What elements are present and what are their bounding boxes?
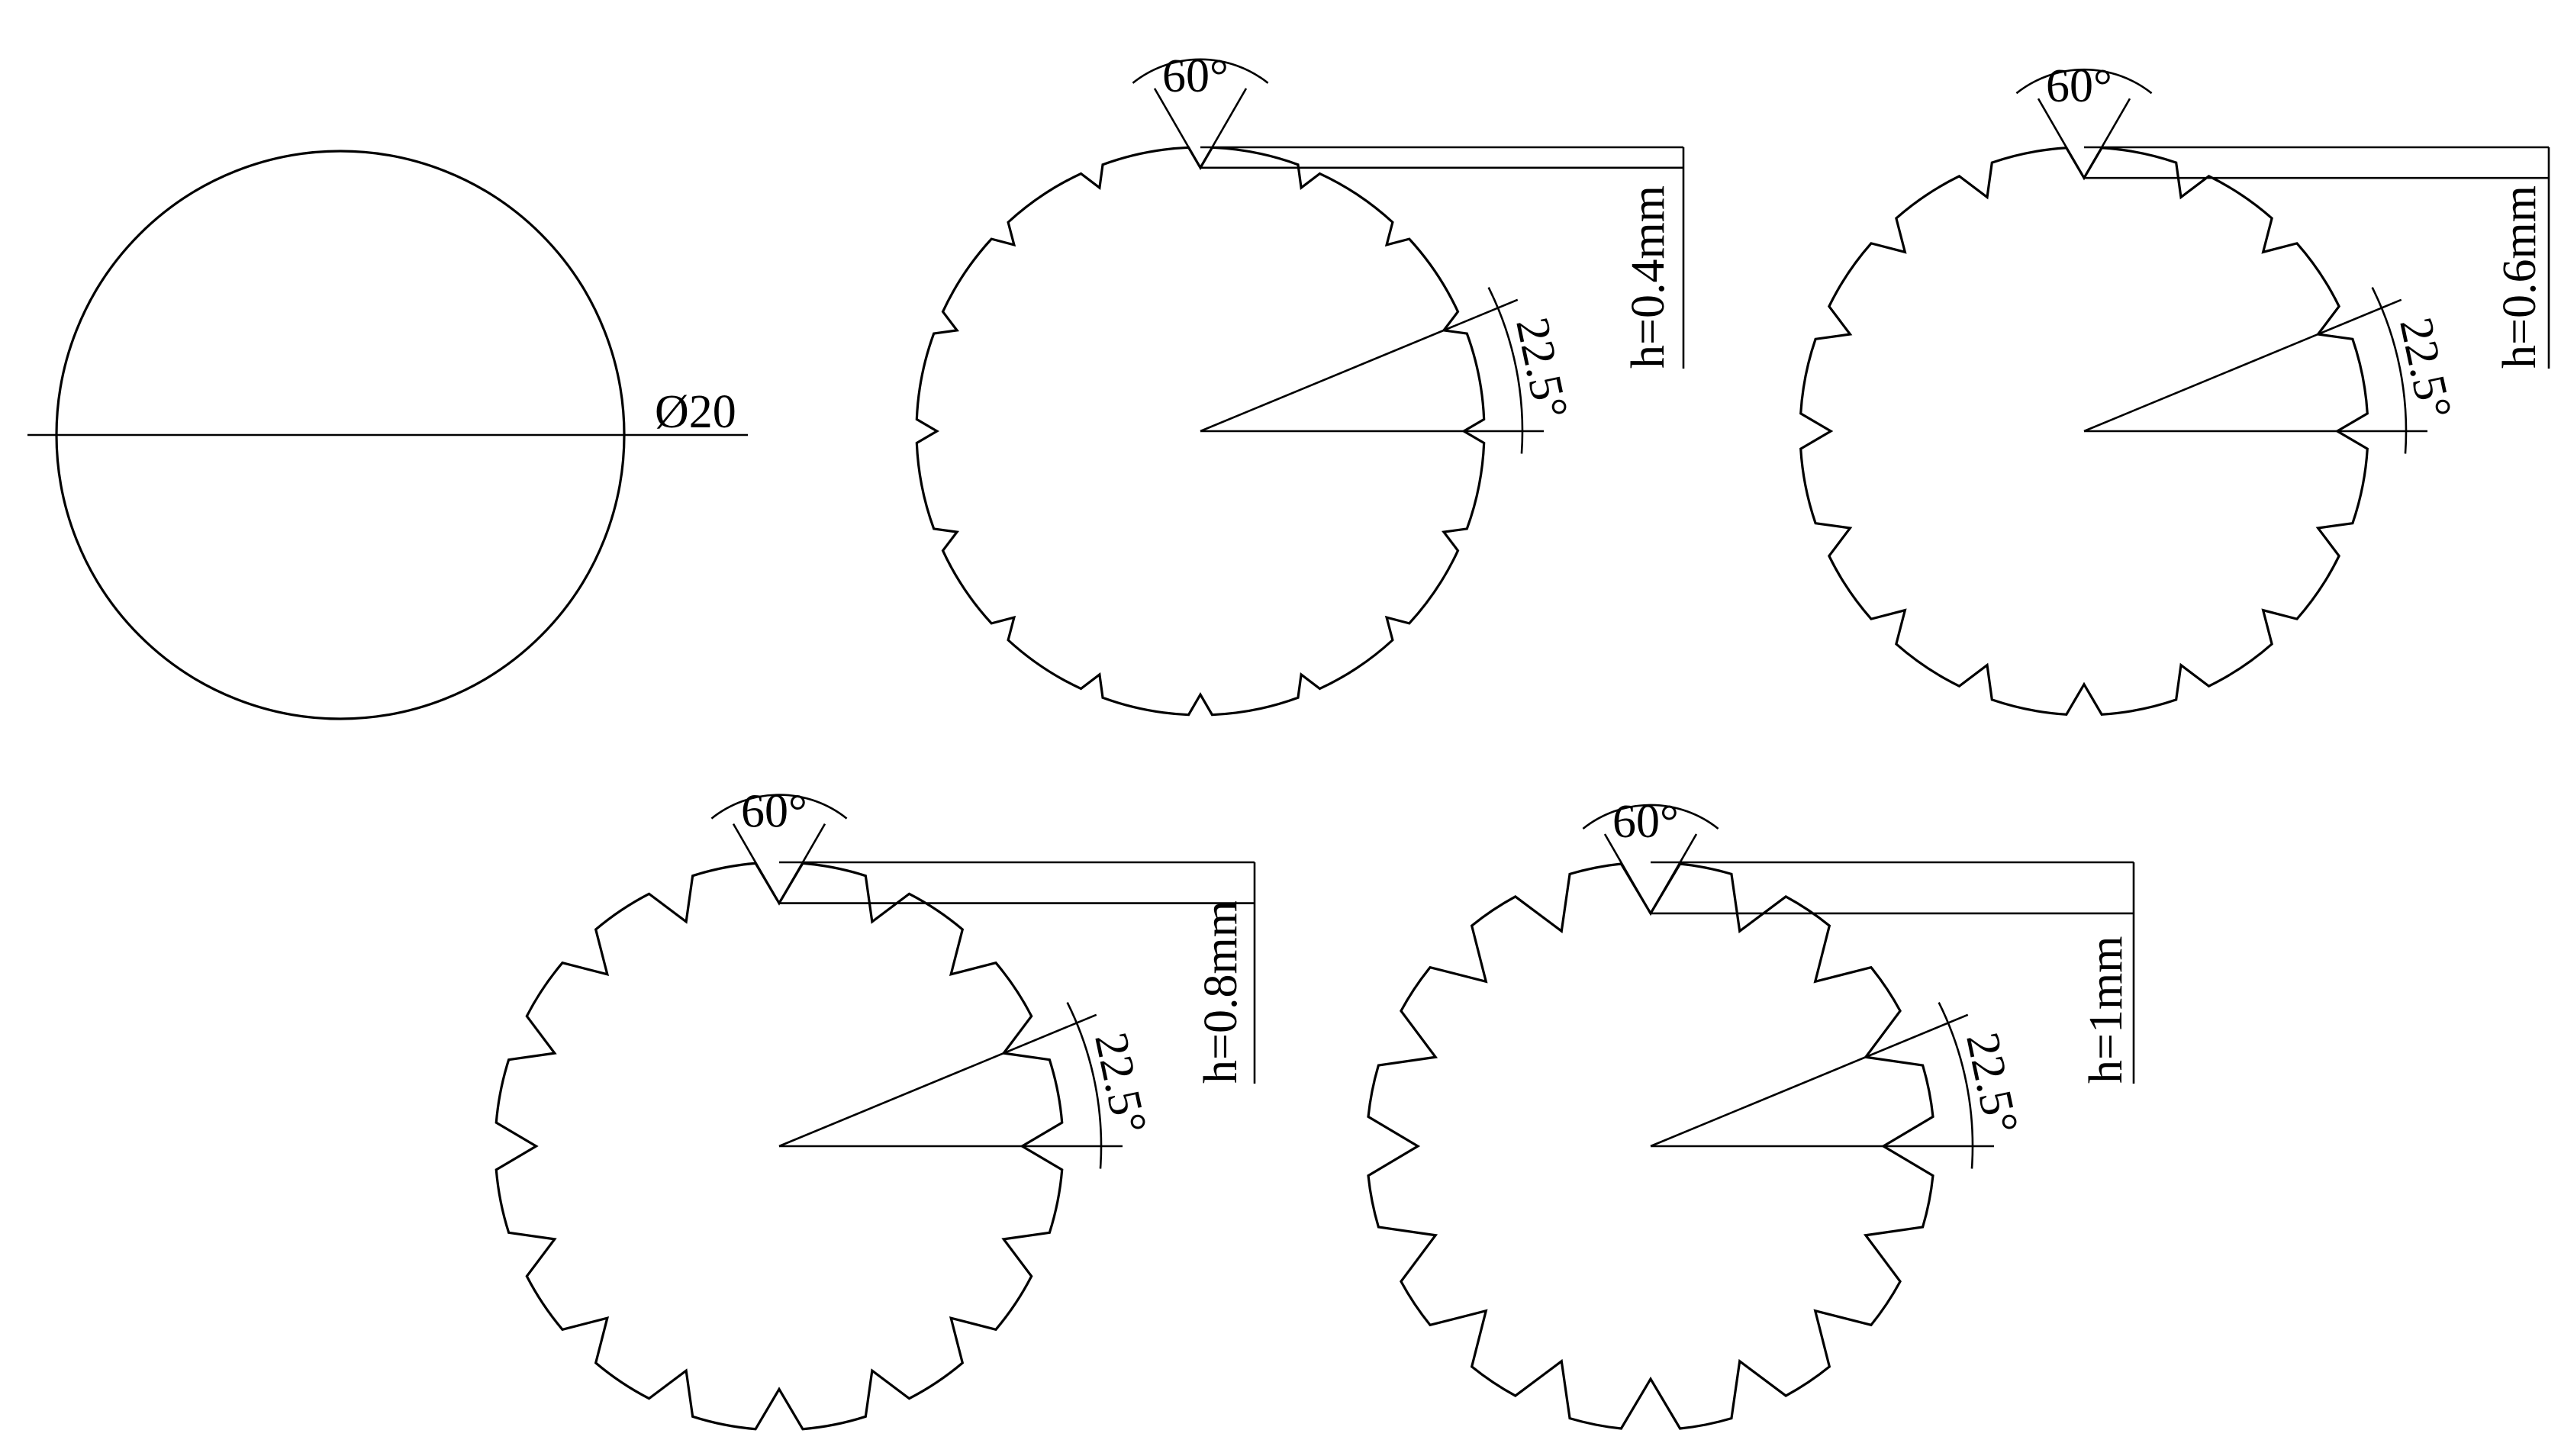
grooved-outline <box>494 862 1064 1431</box>
notch-angle-label: 60° <box>2046 60 2112 112</box>
plain-section: Ø20 <box>27 150 748 720</box>
notch-extension-left <box>1153 88 1202 169</box>
pitch-angle-dimension <box>1650 1002 1994 1169</box>
notch-extension-right <box>1199 88 1248 169</box>
notch-angle-arc <box>2015 68 2153 95</box>
depth-label: h=0.8mm <box>1195 900 1247 1084</box>
pitch-angle-dimension <box>2083 287 2427 454</box>
notch-angle-arc <box>1132 58 1269 84</box>
depth-dimension <box>1651 861 2135 1084</box>
grooved-section-3: 60° h=0.8mm 22.5° <box>494 786 1256 1431</box>
notch-extension-right <box>1649 833 1698 914</box>
notch-angle-dimension <box>710 794 848 904</box>
depth-label: h=0.6mm <box>2494 185 2546 369</box>
pitch-angle-label: 22.5° <box>1084 1028 1156 1139</box>
notch-extension-left <box>2037 98 2086 179</box>
grooved-section-2: 60° h=0.6mm 22.5° <box>1799 60 2550 716</box>
grooved-outline <box>1799 147 2369 716</box>
pitch-radial-1 <box>778 1013 1097 1148</box>
pitch-angle-label: 22.5° <box>2389 313 2461 424</box>
pitch-angle-dimension <box>778 1002 1123 1169</box>
pitch-angle-arc <box>1938 1002 1974 1169</box>
notch-angle-label: 60° <box>1612 796 1679 848</box>
notch-angle-arc <box>710 794 848 820</box>
pitch-angle-arc <box>1066 1002 1103 1169</box>
pitch-angle-arc <box>1487 287 1524 454</box>
notch-extension-right <box>2083 98 2131 179</box>
depth-dimension <box>2084 146 2550 369</box>
depth-dimension <box>1200 146 1685 369</box>
diameter-label: Ø20 <box>655 386 736 438</box>
notch-extension-left <box>1603 833 1652 914</box>
notch-angle-dimension <box>2015 68 2153 179</box>
notch-angle-label: 60° <box>741 786 807 838</box>
notch-extension-right <box>778 823 826 904</box>
pitch-angle-arc <box>2371 287 2408 454</box>
pitch-angle-label: 22.5° <box>1956 1028 2028 1139</box>
grooved-outline <box>915 146 1486 717</box>
grooved-section-4: 60° h=1mm 22.5° <box>1367 796 2135 1430</box>
notch-angle-dimension <box>1582 804 1719 914</box>
notch-angle-label: 60° <box>1162 50 1229 102</box>
depth-dimension <box>779 861 1256 1084</box>
notch-angle-dimension <box>1132 58 1269 169</box>
pitch-radial-1 <box>1200 298 1519 433</box>
depth-label: h=0.4mm <box>1622 185 1674 369</box>
pitch-angle-dimension <box>1200 287 1544 454</box>
notch-angle-arc <box>1582 804 1719 829</box>
notch-extension-left <box>732 823 781 904</box>
pitch-angle-label: 22.5° <box>1506 313 1577 424</box>
pitch-radial-1 <box>2083 298 2402 433</box>
depth-label: h=1mm <box>2080 936 2132 1084</box>
pitch-radial-1 <box>1650 1013 1969 1148</box>
grooved-section-1: 60° h=0.4mm 22.5° <box>915 50 1685 717</box>
grooved-outline <box>1367 862 1934 1430</box>
